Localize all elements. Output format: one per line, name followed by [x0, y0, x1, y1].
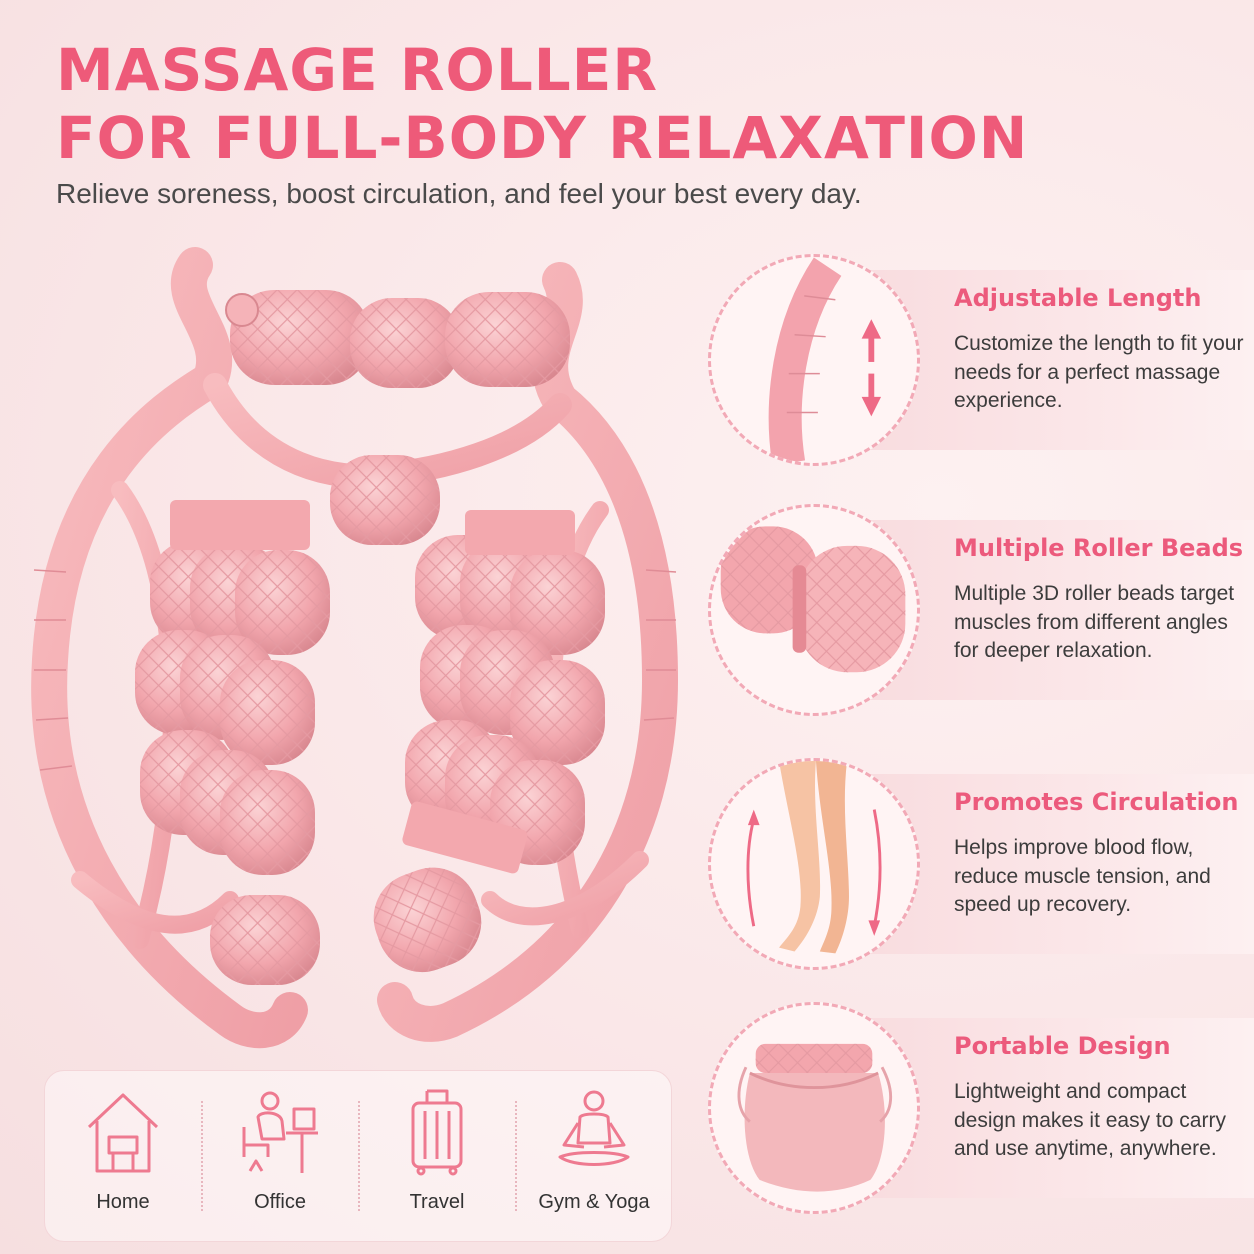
length-adjust-icon [708, 254, 920, 466]
feature-description: Lightweight and compact design makes it … [954, 1080, 1226, 1160]
feature-adjustable-length: Adjustable Length Customize the length t… [700, 250, 1254, 470]
office-icon [242, 1091, 318, 1173]
page-title-line-2: FOR FULL-BODY RELAXATION [56, 104, 1029, 172]
massage-roller-image [31, 247, 678, 1049]
usage-gym-yoga: Gym & Yoga [516, 1071, 672, 1243]
yoga-icon [558, 1090, 630, 1166]
usage-scenarios-panel: Home Office Travel [44, 1070, 672, 1242]
feature-description: Helps improve blood flow, reduce muscle … [954, 836, 1211, 916]
divider [201, 1101, 203, 1211]
feature-description: Multiple 3D roller beads target muscles … [954, 582, 1235, 662]
divider [515, 1101, 517, 1211]
usage-travel: Travel [359, 1071, 515, 1243]
divider [358, 1101, 360, 1211]
home-icon [87, 1093, 159, 1173]
page-title-line-1: MASSAGE ROLLER [56, 36, 659, 104]
legs-circulation-icon [708, 758, 920, 970]
feature-description: Customize the length to fit your needs f… [954, 332, 1244, 412]
feature-portable-design: Portable Design Lightweight and compact … [700, 998, 1254, 1218]
feature-title: Adjustable Length [954, 284, 1202, 312]
feature-promotes-circulation: Promotes Circulation Helps improve blood… [700, 754, 1254, 974]
usage-label: Gym & Yoga [538, 1191, 650, 1213]
usage-label: Office [254, 1191, 306, 1213]
storage-bag-icon [708, 1002, 920, 1214]
usage-label: Travel [409, 1191, 465, 1213]
luggage-icon [411, 1089, 463, 1176]
usage-label: Home [96, 1191, 150, 1213]
usage-home: Home [45, 1071, 201, 1243]
page-subtitle: Relieve soreness, boost circulation, and… [56, 178, 862, 209]
feature-title: Promotes Circulation [954, 788, 1239, 816]
roller-beads-icon [708, 504, 920, 716]
feature-title: Multiple Roller Beads [954, 534, 1244, 562]
usage-office: Office [202, 1071, 358, 1243]
feature-multiple-roller-beads: Multiple Roller Beads Multiple 3D roller… [700, 500, 1254, 720]
feature-title: Portable Design [954, 1032, 1171, 1060]
